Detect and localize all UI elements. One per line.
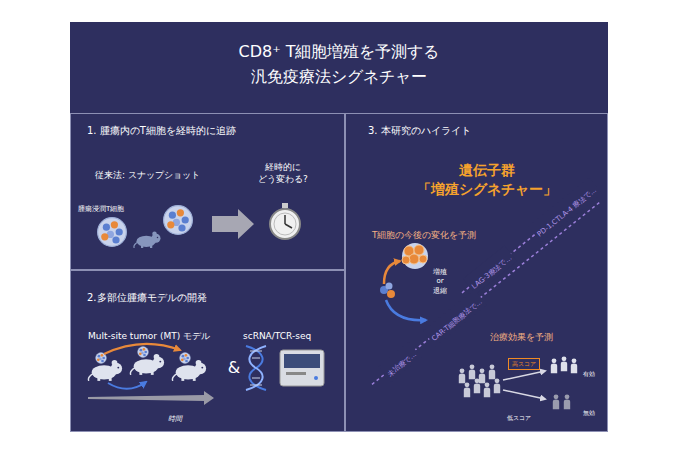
score-box: 高スコア — [508, 358, 540, 370]
title: CD8⁺ T細胞増殖を予測する 汎免疫療法シグネチャー — [189, 40, 489, 90]
therapy-divider-lines-part — [372, 202, 600, 384]
t-cell-fate-illustration-part — [387, 290, 395, 298]
prediction-label-box: 治療効果を予測 — [490, 325, 553, 345]
patient-groups-illustration-part — [571, 358, 577, 373]
patient-groups-illustration-part — [564, 394, 570, 409]
score-label-box: 低スコア — [507, 405, 531, 425]
sequencer-icon-part — [284, 354, 320, 368]
dna-icon-part — [250, 385, 262, 386]
t-cell-fate-illustration-part — [386, 300, 426, 320]
snapshot-illustration-part — [134, 232, 161, 249]
dna-icon-part — [246, 346, 266, 390]
background-panel — [70, 22, 608, 432]
multi-site-model-illustration-part — [180, 353, 191, 364]
method-label: 従来法: スナップショット — [95, 170, 200, 180]
patient-groups-illustration-part — [494, 378, 500, 393]
patient-groups-illustration-part — [469, 364, 475, 379]
stopwatch-icon-part — [270, 209, 300, 239]
multi-site-model-illustration-part — [108, 382, 146, 389]
axis-label-box: 時間 — [168, 406, 182, 426]
patient-groups-illustration — [459, 356, 577, 409]
section-heading: 2.多部位腫瘍モデルの開発 — [87, 291, 340, 304]
dna-icon-part — [252, 378, 260, 379]
stopwatch-icon-part — [274, 213, 296, 235]
t-cell-fate-illustration-part — [386, 283, 393, 290]
score-label: 低スコア — [507, 414, 531, 421]
stopwatch-icon-part — [285, 224, 292, 228]
sequencer-icon-part — [314, 376, 318, 380]
outcome-label: 無効 — [583, 409, 595, 416]
t-cell-fate-illustration-part — [402, 243, 428, 269]
t-cell-fate-illustration-part — [384, 261, 400, 284]
stopwatch-icon-part — [284, 215, 286, 224]
multi-site-model-illustration-part — [130, 354, 164, 375]
outcome-label: 有効 — [583, 370, 595, 377]
patient-groups-illustration-part — [479, 368, 485, 383]
sequencer-icon — [280, 350, 324, 386]
method-label-box: scRNA/TCR-seq — [243, 324, 311, 344]
section-panel: 1. 腫瘍内のT細胞を経時的に追跡 — [70, 113, 345, 270]
score-label: 高スコア — [512, 360, 536, 368]
axis-label: 時間 — [168, 415, 182, 423]
question-label: 経時的に どう変わる? — [250, 161, 316, 185]
t-cell-fate-illustration-part — [419, 255, 427, 263]
patient-groups-illustration-part — [553, 394, 559, 409]
fate-label: 増殖 or 退縮 — [429, 268, 451, 296]
t-cell-fate-illustration-part — [414, 245, 424, 255]
model-label-box: Mult-site tumor (MT) モデル — [88, 324, 210, 344]
multi-site-model-illustration-part — [172, 360, 206, 381]
patient-groups-illustration-part — [503, 390, 545, 399]
multi-site-model-illustration-part — [104, 344, 180, 354]
patient-groups-illustration-part — [474, 378, 480, 393]
multi-site-model-illustration-part — [88, 391, 214, 405]
section-heading: 1. 腫瘍内のT細胞を経時的に追跡 — [87, 124, 340, 137]
cell-label: 腫瘍浸潤T細胞 — [78, 205, 124, 213]
dna-icon-part — [252, 358, 260, 359]
snapshot-illustration-part — [164, 206, 193, 235]
t-cell-fate-illustration-part — [402, 256, 410, 264]
title-box: CD8⁺ T細胞増殖を予測する 汎免疫療法シグネチャー — [189, 40, 489, 90]
dna-icon-part — [250, 351, 262, 352]
t-cell-fate-illustration-part — [409, 254, 419, 264]
snapshot-illustration-part — [212, 209, 254, 239]
model-label: Mult-site tumor (MT) モデル — [88, 331, 210, 341]
multi-site-model-illustration-part — [138, 347, 149, 358]
method-label: scRNA/TCR-seq — [243, 331, 311, 341]
section-panel: 2.多部位腫瘍モデルの開発 — [70, 270, 345, 432]
multi-site-model-illustration-part — [88, 360, 122, 381]
patient-groups-illustration-part — [489, 364, 495, 379]
t-cell-fate-illustration — [380, 243, 428, 320]
patient-groups-illustration-part — [503, 371, 545, 380]
ampersand: & — [228, 358, 240, 377]
patient-groups-illustration-part — [561, 356, 567, 371]
outcome-label-box: 有効 — [583, 361, 595, 381]
patient-groups-illustration-part — [551, 358, 557, 373]
prediction-label-box: T細胞の今後の変化を予測 — [372, 223, 477, 243]
highlight-heading-box: 遺伝子群 「増殖シグネチャー」 — [402, 161, 572, 199]
fate-label-box: 増殖 or 退縮 — [429, 268, 451, 296]
dna-icon — [246, 346, 266, 390]
section-heading: 3. 本研究のハイライト — [368, 124, 603, 137]
cell-label-box: 腫瘍浸潤T細胞 — [78, 196, 124, 216]
patient-groups-illustration-part — [464, 382, 470, 397]
dna-icon-part — [246, 346, 266, 390]
outcome-label-box: 無効 — [583, 400, 595, 420]
prediction-label: 治療効果を予測 — [490, 332, 553, 342]
multi-site-model-illustration — [88, 344, 214, 405]
stopwatch-icon — [270, 203, 300, 239]
patient-groups-illustration-part — [459, 368, 465, 383]
prediction-label: T細胞の今後の変化を予測 — [372, 230, 477, 240]
question-label-box: 経時的に どう変わる? — [250, 161, 316, 185]
snapshot-illustration-part — [98, 218, 127, 247]
method-label-box: 従来法: スナップショット — [95, 163, 200, 183]
sequencer-icon-part — [280, 350, 324, 386]
patient-groups-illustration-part — [484, 382, 490, 397]
ampersand-box: & — [228, 358, 240, 378]
highlight-heading: 遺伝子群 「増殖シグネチャー」 — [402, 161, 572, 199]
sequencer-icon-part — [286, 372, 306, 375]
stopwatch-icon-part — [282, 203, 288, 208]
